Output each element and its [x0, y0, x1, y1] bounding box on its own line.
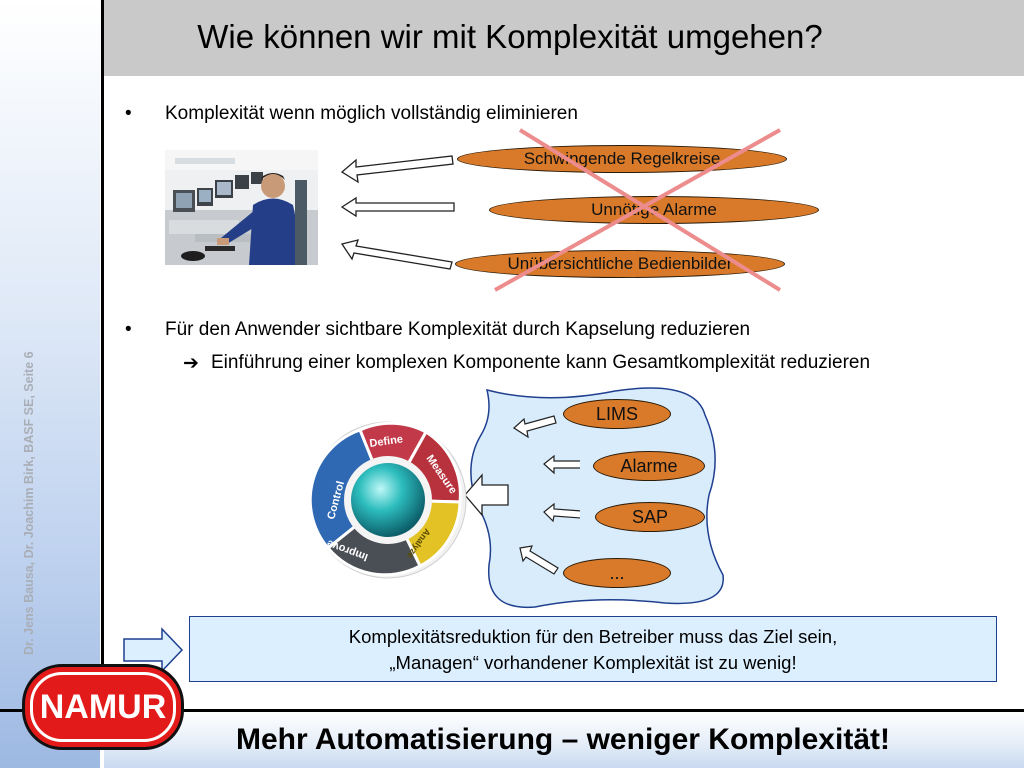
- encapsulate-item-oval: ...: [563, 558, 671, 588]
- encapsulate-arrows: [513, 415, 580, 575]
- bullet-symbol: •: [125, 319, 132, 340]
- message-arrow-icon: [123, 627, 184, 673]
- bullet-symbol: •: [125, 103, 132, 124]
- left-divider: [101, 0, 104, 712]
- bullet-text: Komplexität wenn möglich vollständig eli…: [165, 103, 578, 124]
- encapsulate-item-oval: SAP: [595, 502, 705, 532]
- conclusion-line-1: Komplexitätsreduktion für den Betreiber …: [348, 626, 838, 647]
- sub-bullet-item: ➔ Einführung einer komplexen Komponente …: [183, 352, 871, 374]
- namur-logo: NAMUR: [22, 664, 184, 750]
- footer-slogan: Mehr Automatisierung – weniger Komplexit…: [236, 723, 890, 756]
- footer-band: [104, 712, 1024, 768]
- slide-title: Wie können wir mit Komplexität umgehen?: [197, 18, 823, 55]
- encapsulate-item-label: LIMS: [595, 404, 638, 424]
- title-bar: [104, 0, 1024, 76]
- sub-bullet-text: Einführung einer komplexen Komponente ka…: [211, 352, 871, 373]
- eliminate-item-oval: Unübersichtliche Bedienbilder: [455, 250, 785, 278]
- encapsulate-item-label: SAP: [631, 507, 669, 527]
- bottom-divider: [0, 709, 1024, 712]
- bullet-item: • Für den Anwender sichtbare Komplexität…: [125, 319, 751, 341]
- arrow-right-icon: ➔: [183, 353, 199, 374]
- side-credit: Dr. Jens Bausa, Dr. Joachim Birk, BASF S…: [22, 351, 36, 655]
- dmaic-wheel-icon: Define Measure Analyze Improve Control: [308, 421, 467, 579]
- encapsulate-item-label: ...: [609, 563, 625, 583]
- bullet-text: Für den Anwender sichtbare Komplexität d…: [165, 319, 751, 340]
- encapsulate-main-arrow: [464, 473, 509, 517]
- eliminate-item-label: Unübersichtliche Bedienbilder: [507, 254, 733, 273]
- control-room-photo: [165, 150, 318, 265]
- wheel-label-define: Define: [369, 433, 404, 450]
- eliminate-arrows: [340, 155, 455, 270]
- conclusion-line-2: „Managen“ vorhandener Komplexität ist zu…: [389, 652, 797, 673]
- namur-logo-text: NAMUR: [30, 672, 176, 742]
- encapsulate-item-oval: Alarme: [593, 451, 705, 481]
- cross-out-icon: [494, 128, 782, 292]
- encapsulate-item-label: Alarme: [620, 456, 678, 476]
- eliminate-item-label: Unnötige Alarme: [591, 200, 717, 219]
- left-gradient-band: [0, 0, 100, 768]
- encapsulate-item-oval: LIMS: [563, 399, 671, 429]
- bullet-item: • Komplexität wenn möglich vollständig e…: [125, 103, 578, 125]
- conclusion-box: Komplexitätsreduktion für den Betreiber …: [189, 616, 997, 682]
